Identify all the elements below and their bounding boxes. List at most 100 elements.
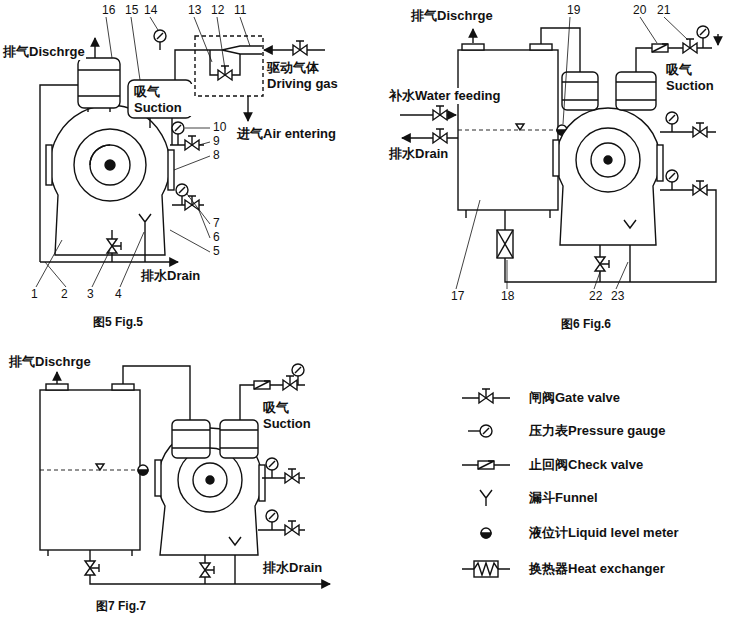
callout-number: 9 <box>212 135 221 148</box>
drawing-part <box>458 130 558 131</box>
drawing-part <box>138 465 148 475</box>
drawing-part <box>40 470 140 471</box>
drawing-part <box>402 137 458 138</box>
callout-number: 8 <box>212 149 221 162</box>
drawing-part <box>466 210 550 218</box>
callout-number: 21 <box>656 4 671 17</box>
callout-number: 5 <box>212 245 221 258</box>
callout-number: 4 <box>114 288 123 301</box>
drawing-part <box>433 106 447 120</box>
drawing-part <box>106 17 250 80</box>
drawing-part <box>456 17 688 289</box>
drawing-part <box>702 38 703 48</box>
callout-number: 16 <box>101 4 116 17</box>
callout-number: 17 <box>450 290 465 303</box>
drawing-part <box>206 476 214 484</box>
annotation-label: 排水Drain <box>388 146 449 162</box>
drawing-part <box>112 384 134 390</box>
drawing-part <box>220 420 258 458</box>
drawing-part <box>36 232 144 287</box>
annotation-label: 排气Dischrge <box>8 354 92 370</box>
callout-number: 12 <box>210 4 225 17</box>
drawing-part <box>185 196 199 210</box>
drawing-part <box>693 181 707 195</box>
drawing-part <box>474 561 498 577</box>
drawing-part <box>285 469 299 483</box>
drawing-part <box>172 122 184 134</box>
callout-number: 20 <box>632 4 647 17</box>
drawing-part <box>200 563 214 577</box>
drawing-part <box>652 44 668 52</box>
drawing-part <box>259 465 265 501</box>
drawing-part <box>159 42 160 50</box>
drawing-part <box>541 28 580 72</box>
drawing-part <box>193 463 227 497</box>
figure-caption: 图7 Fig.7 <box>95 598 147 614</box>
drawing-part <box>595 257 609 271</box>
annotation-label: 排气Dischrge <box>2 44 86 60</box>
drawing-part <box>105 160 115 170</box>
drawing-part <box>254 381 270 389</box>
drawing-part <box>94 38 95 58</box>
legend-symbols <box>462 389 510 577</box>
drawing-part <box>154 30 166 42</box>
drawing-part <box>266 510 278 522</box>
callout-number: 13 <box>187 4 202 17</box>
drawing-part <box>472 29 473 43</box>
drawing-part <box>50 105 170 255</box>
drawing-part <box>139 214 151 262</box>
drawing-part <box>96 464 104 470</box>
drawing-part <box>591 143 625 177</box>
drawing-part <box>90 145 130 185</box>
callout-number: 15 <box>124 4 139 17</box>
drawing-part <box>480 490 492 506</box>
drawing-part <box>693 123 707 137</box>
drawing-part <box>497 230 513 258</box>
drawing-part <box>717 34 718 45</box>
callout-number: 19 <box>566 4 581 17</box>
drawing-part <box>462 44 484 50</box>
drawing-part <box>283 376 297 390</box>
drawing-part <box>170 194 210 252</box>
figure-7 <box>40 364 330 584</box>
annotation-label: 补水Water feeding <box>388 88 501 104</box>
annotation-label: 吸气 Suction <box>665 62 725 94</box>
drawing-part <box>474 563 498 575</box>
callout-number: 6 <box>212 231 221 244</box>
callout-number: 11 <box>233 4 247 17</box>
figure-caption: 图6 Fig.6 <box>560 316 612 332</box>
drawing-part <box>562 82 656 100</box>
annotation-label: 吸气 Suction <box>262 400 322 432</box>
legend-text: 闸阀Gate valve <box>528 390 621 406</box>
drawing-part <box>128 80 192 118</box>
drawing-part <box>297 376 298 385</box>
callout-number: 14 <box>143 4 158 17</box>
drawing-part <box>478 461 494 469</box>
drawing-part <box>46 145 52 185</box>
annotation-label: 驱动气体 Driving gas <box>266 60 352 92</box>
callout-number: 3 <box>86 288 95 301</box>
drawing-part <box>155 460 161 496</box>
drawing-part <box>504 210 505 230</box>
drawing-part <box>46 384 68 390</box>
drawing-part <box>468 430 480 431</box>
drawing-part <box>616 72 656 110</box>
drawing-part <box>292 364 304 376</box>
legend-text: 漏斗Funnel <box>528 490 599 506</box>
drawing-part <box>576 128 640 192</box>
callout-number: 22 <box>588 290 603 303</box>
drawing-part <box>683 39 697 53</box>
legend-text: 压力表Pressure gauge <box>528 423 667 439</box>
drawing-part <box>666 170 678 182</box>
drawing-part <box>285 521 299 535</box>
figure-caption: 图5 Fig.5 <box>92 314 144 330</box>
drawing-part <box>266 458 278 470</box>
drawing-part <box>78 70 120 96</box>
drawing-part <box>604 156 612 164</box>
drawing-part <box>107 239 121 253</box>
drawing-part <box>74 129 146 201</box>
drawing-part <box>172 420 210 458</box>
drawing-part <box>172 430 258 448</box>
drawing-part <box>40 390 140 550</box>
drawing-part <box>671 182 672 190</box>
